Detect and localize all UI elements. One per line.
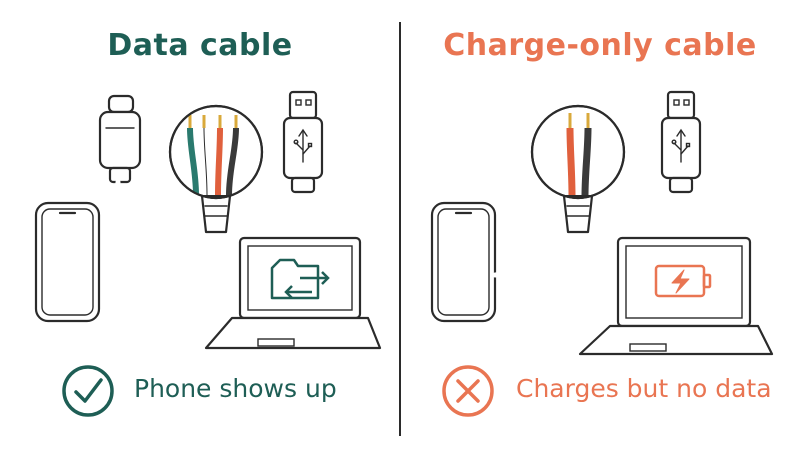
wire-red-right (566, 127, 576, 197)
cross-icon (442, 365, 494, 417)
data-cable-title: Data cable (107, 28, 293, 63)
phone-icon (34, 201, 101, 323)
wire-white (203, 127, 208, 196)
wire-red (215, 127, 223, 196)
folder-transfer-icon (270, 258, 330, 300)
charge-only-cable-panel (430, 90, 774, 417)
usb-a-connector-icon (282, 90, 324, 194)
usb-symbol-icon-right (671, 128, 691, 163)
wire-dark (226, 127, 239, 196)
laptop-icon-right (578, 236, 774, 356)
phone-icon-right (430, 201, 497, 323)
usb-c-connector-icon (98, 94, 142, 184)
data-cable-panel (34, 90, 382, 417)
wire-magnifier-right (530, 104, 626, 200)
checkmark-icon (62, 365, 114, 417)
usb-a-connector-icon-right (660, 90, 702, 194)
charge-only-cable-title: Charge-only cable (443, 28, 757, 63)
charge-only-cable-caption: Charges but no data (516, 374, 772, 403)
wire-magnifier (168, 104, 264, 200)
laptop-icon (204, 236, 382, 350)
data-cable-caption: Phone shows up (134, 374, 337, 403)
battery-charging-icon (654, 264, 712, 298)
wire-green (187, 127, 199, 196)
wire-dark-right (581, 127, 592, 197)
usb-symbol-icon (293, 128, 313, 163)
